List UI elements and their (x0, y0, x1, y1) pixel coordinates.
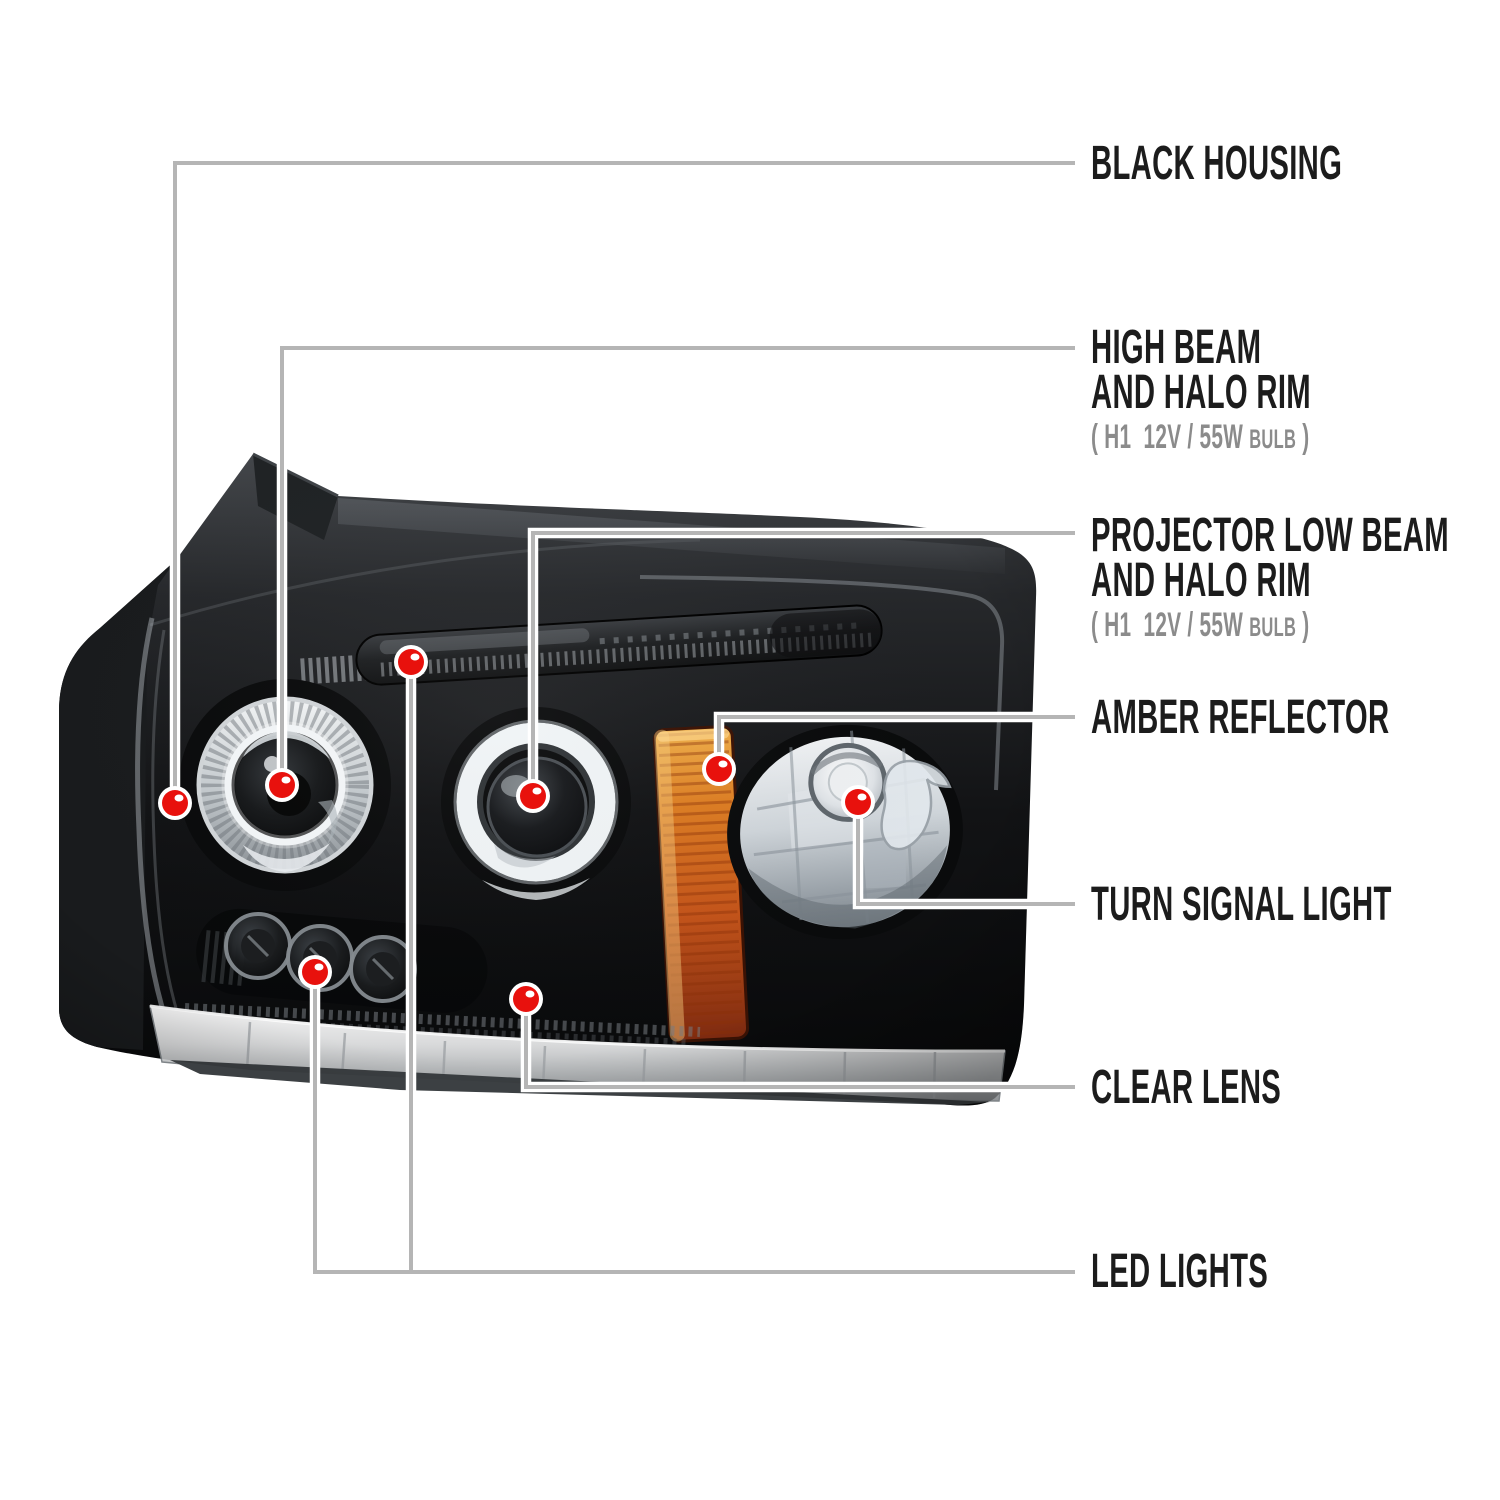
label-text-line2: AND HALO RIM (1091, 554, 1311, 607)
label-text: TURN SIGNAL LIGHT (1091, 878, 1392, 931)
callout-label-clear-lens: CLEAR LENS (1091, 1061, 1282, 1114)
callout-label-high-beam: HIGH BEAM AND HALO RIM ( H1 12V / 55W BU… (1091, 321, 1311, 461)
callout-line-projector-low-beam (527, 527, 1075, 796)
label-text: LED LIGHTS (1091, 1245, 1269, 1298)
label-text: HIGH BEAM (1091, 321, 1262, 374)
marker-led-bottom (298, 955, 332, 989)
callout-label-turn-signal: TURN SIGNAL LIGHT (1091, 878, 1392, 931)
label-text: BLACK HOUSING (1091, 137, 1343, 190)
marker-black-housing (158, 786, 192, 820)
marker-led-strip (394, 645, 428, 679)
callout-line-high-beam (276, 342, 1075, 785)
marker-clear-lens (509, 982, 543, 1016)
callout-line-clear-lens (520, 999, 1075, 1093)
callout-label-black-housing: BLACK HOUSING (1091, 137, 1343, 190)
callout-label-projector-low-beam: PROJECTOR LOW BEAM AND HALO RIM ( H1 12V… (1091, 509, 1449, 649)
callout-line-black-housing (169, 157, 1075, 803)
marker-projector-low-beam (516, 779, 550, 813)
label-text: AMBER REFLECTOR (1091, 691, 1390, 744)
label-bulb-spec: ( H1 12V / 55W BULB ) (1091, 418, 1310, 456)
headlight-photo (59, 452, 1037, 1106)
callout-line-amber-reflector (713, 711, 1075, 769)
marker-turn-signal (841, 785, 875, 819)
callout-line-turn-signal (852, 802, 1075, 910)
label-text: CLEAR LENS (1091, 1061, 1282, 1114)
callout-line-led-lights (309, 662, 1075, 1278)
callout-label-led-lights: LED LIGHTS (1091, 1245, 1269, 1298)
marker-amber-reflector (702, 752, 736, 786)
marker-high-beam (265, 768, 299, 802)
callout-label-amber-reflector: AMBER REFLECTOR (1091, 691, 1390, 744)
label-text-line2: AND HALO RIM (1091, 366, 1311, 419)
label-text: PROJECTOR LOW BEAM (1091, 509, 1449, 562)
label-bulb-spec: ( H1 12V / 55W BULB ) (1091, 606, 1310, 644)
